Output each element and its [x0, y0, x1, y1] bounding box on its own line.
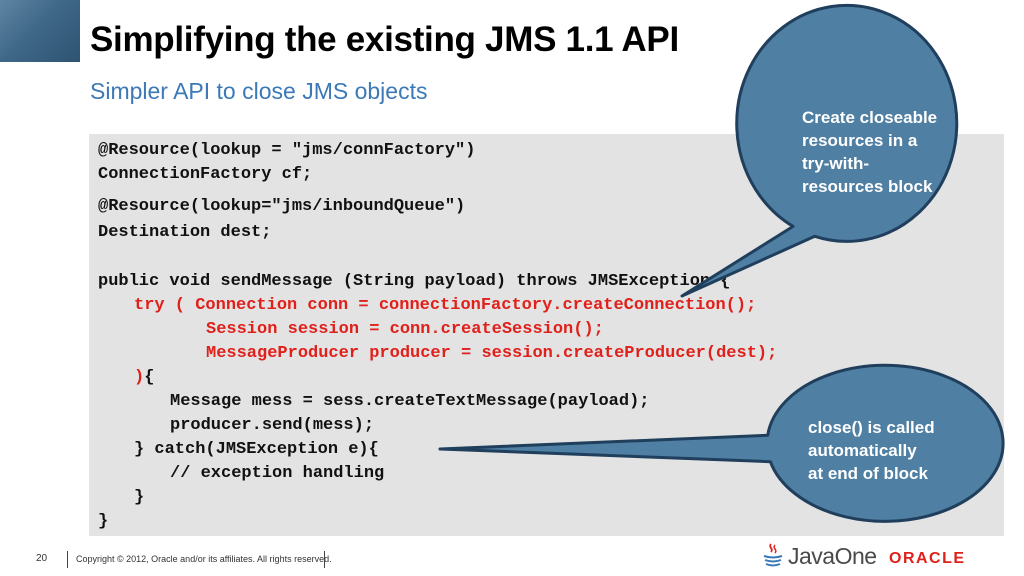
code-line-9: ){ [134, 367, 154, 389]
code-line-7: Session session = conn.createSession(); [206, 320, 604, 339]
java-cup-icon [763, 543, 783, 567]
footer-divider-2 [324, 551, 325, 568]
code-line-5: public void sendMessage (String payload)… [98, 272, 731, 291]
code-line-3: @Resource(lookup="jms/inboundQueue") [98, 197, 466, 216]
code-line-6: try ( Connection conn = connectionFactor… [134, 296, 757, 315]
javaone-wordmark: JavaOne [788, 542, 877, 569]
slide-subtitle: Simpler API to close JMS objects [90, 78, 428, 104]
bottom-callout-line-2: automatically [808, 441, 917, 460]
top-callout-line-3: try-with- [802, 154, 870, 173]
top-callout-line-4: resources block [802, 177, 933, 196]
code-line-2: ConnectionFactory cf; [98, 165, 313, 184]
top-callout-text: Create closeable resources in a try-with… [802, 106, 937, 198]
code-line-4: Destination dest; [98, 223, 272, 242]
footer-divider [67, 551, 68, 568]
top-callout-line-1: Create closeable [802, 108, 938, 127]
bottom-callout-text: close() is called automatically at end o… [808, 416, 935, 485]
code-line-13: // exception handling [170, 464, 385, 483]
corner-accent [0, 0, 80, 62]
slide-title: Simplifying the existing JMS 1.1 API [90, 20, 679, 59]
javaone-logo: JavaOne [760, 542, 877, 570]
top-callout-line-2: resources in a [802, 131, 918, 150]
copyright-notice: Copyright © 2012, Oracle and/or its affi… [76, 554, 332, 564]
code-line-9-brace: { [144, 368, 155, 387]
code-line-1: @Resource(lookup = "jms/connFactory") [98, 141, 476, 160]
code-line-11: producer.send(mess); [170, 416, 375, 435]
code-line-12: } catch(JMSException e){ [134, 440, 379, 459]
code-line-9-paren: ) [134, 368, 145, 387]
bottom-callout-line-3: at end of block [808, 464, 928, 483]
code-line-10: Message mess = sess.createTextMessage(pa… [170, 392, 650, 411]
bottom-callout-line-1: close() is called [808, 418, 935, 437]
oracle-logo: ORACLE [889, 550, 966, 567]
code-line-15: } [98, 512, 109, 531]
code-line-14: } [134, 488, 145, 507]
code-line-8: MessageProducer producer = session.creat… [206, 344, 778, 363]
page-number: 20 [36, 553, 48, 564]
